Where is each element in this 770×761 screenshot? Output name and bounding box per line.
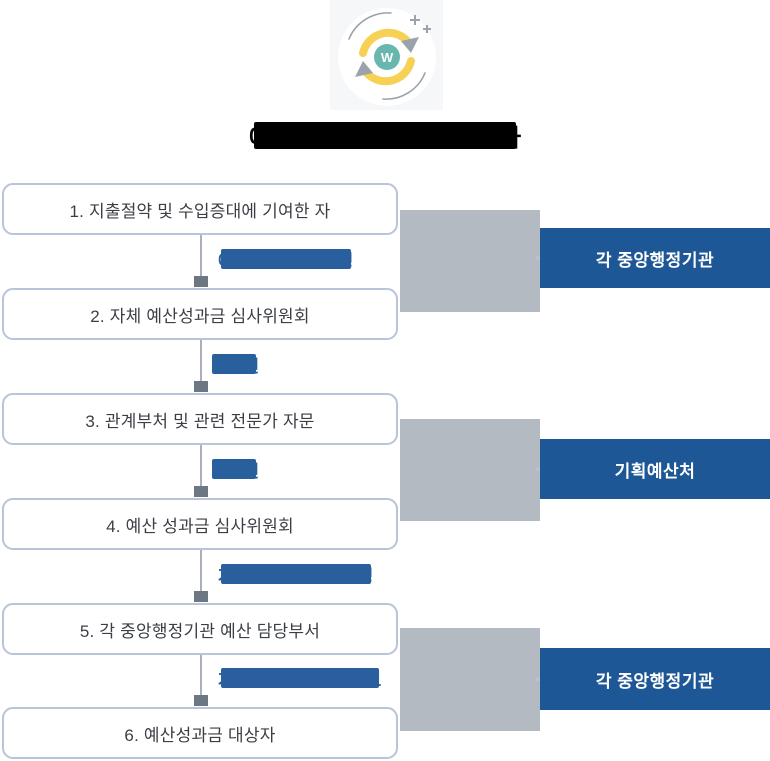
flow-box-6: 6. 예산성과금 대상자 xyxy=(2,707,398,759)
coin-letter: W xyxy=(380,50,393,65)
agency-box-2-label: 기획예산처 xyxy=(614,461,696,481)
agency-box-1-label: 각 중앙행정기관 xyxy=(595,250,715,270)
arrow-label-1: 예 청 xyxy=(218,248,353,271)
connector-arrowhead-2 xyxy=(194,381,208,392)
flow-box-4: 4. 예산 성과금 심사위원회 xyxy=(2,498,398,550)
agency-box-3-label: 각 중앙행정기관 xyxy=(595,671,715,691)
flow-box-2: 2. 자체 예산성과금 심사위원회 xyxy=(2,288,398,340)
arrow-label-2: 1 천 xyxy=(212,353,259,376)
bracket-block-1 xyxy=(400,210,540,312)
flow-box-4-label: 4. 예산 성과금 심사위원회 xyxy=(106,516,294,536)
arrow-label-3-redaction-bar xyxy=(212,459,257,479)
connector-line-5 xyxy=(200,655,202,695)
page-title: 예 차 xyxy=(0,118,770,153)
bracket-block-3 xyxy=(400,628,540,731)
title-fragment-start: 예 xyxy=(248,125,271,152)
budget-cycle-icon-svg: W xyxy=(337,8,436,106)
arrow-label-4-redaction-bar xyxy=(220,564,371,584)
flow-box-1-label: 1. 지출절약 및 수입증대에 기여한 자 xyxy=(69,201,331,221)
connector-arrowhead-5 xyxy=(194,695,208,706)
arrow-label-1-redaction-bar xyxy=(220,249,351,269)
connector-arrowhead-4 xyxy=(194,591,208,602)
flow-box-3: 3. 관계부처 및 관련 전문가 자문 xyxy=(2,393,398,445)
arrow-label-5: 지 보 xyxy=(218,667,381,690)
arrow-label-5-redaction-bar xyxy=(220,668,379,688)
connector-line-3 xyxy=(200,445,202,486)
arrow-label-4: 지 정 xyxy=(218,563,373,586)
budget-cycle-icon: W xyxy=(330,0,443,110)
flow-box-6-label: 6. 예산성과금 대상자 xyxy=(124,725,276,745)
flow-box-5-label: 5. 각 중앙행정기관 예산 담당부서 xyxy=(79,621,321,641)
flow-box-2-label: 2. 자체 예산성과금 심사위원회 xyxy=(90,306,310,326)
bracket-block-2 xyxy=(400,419,540,521)
flow-box-1: 1. 지출절약 및 수입증대에 기여한 자 xyxy=(2,183,398,235)
title-fragment-end: 차 xyxy=(499,125,522,152)
connector-line-2 xyxy=(200,340,202,381)
connector-arrowhead-1 xyxy=(194,276,208,287)
connector-arrowhead-3 xyxy=(194,486,208,497)
agency-box-1: 각 중앙행정기관 xyxy=(540,228,770,288)
flow-box-3-label: 3. 관계부처 및 관련 전문가 자문 xyxy=(85,411,315,431)
title-redaction-bar xyxy=(254,122,516,149)
connector-line-1 xyxy=(200,235,202,276)
agency-box-3: 각 중앙행정기관 xyxy=(540,648,770,710)
flow-box-5: 5. 각 중앙행정기관 예산 담당부서 xyxy=(2,603,398,655)
arrow-label-3: 2 천 xyxy=(212,458,259,481)
connector-line-4 xyxy=(200,550,202,591)
agency-box-2: 기획예산처 xyxy=(540,439,770,499)
arrow-label-2-redaction-bar xyxy=(212,354,257,374)
